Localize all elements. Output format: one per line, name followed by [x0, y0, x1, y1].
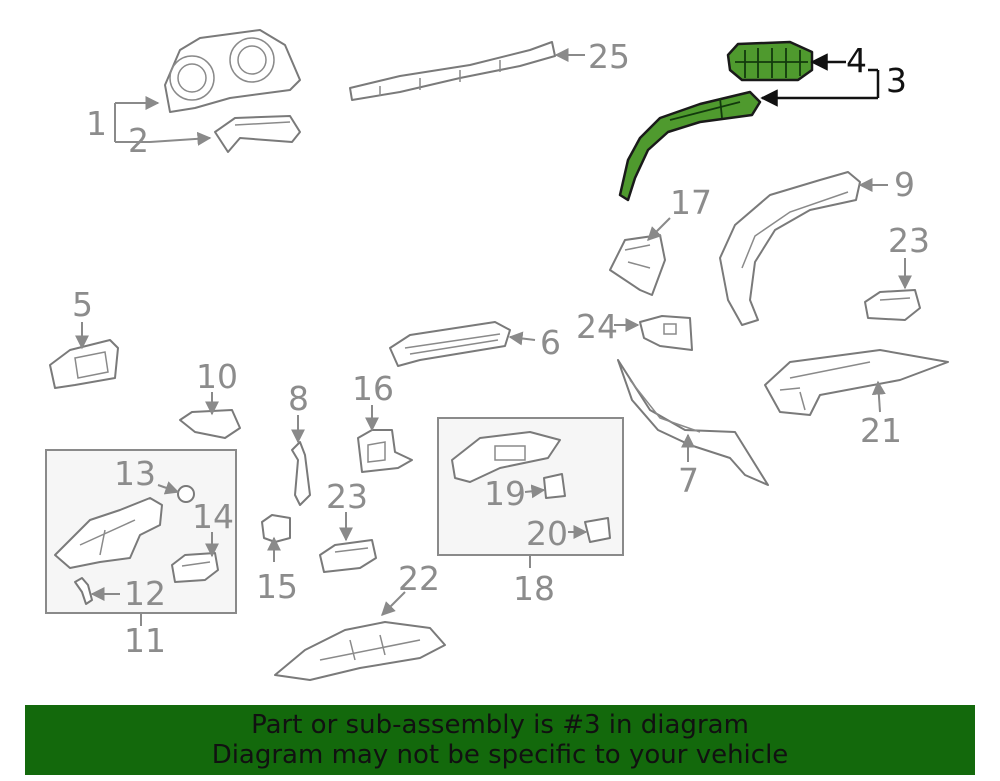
callout-25: 25 [588, 37, 630, 76]
part-1-cluster-housing [164, 29, 301, 113]
callout-7: 7 [678, 461, 699, 500]
part-21-rear-duct [764, 349, 949, 416]
part-23-clip-center [319, 539, 377, 573]
callout-20: 20 [526, 514, 568, 553]
callout-1: 1 [86, 104, 107, 143]
parts-diagram: 1 2 3 4 5 6 7 8 9 10 11 12 13 14 15 16 1… [45, 29, 949, 681]
callout-12: 12 [124, 574, 166, 613]
banner-line-1: Part or sub-assembly is #3 in diagram [251, 710, 749, 740]
callout-11: 11 [124, 621, 166, 660]
part-15-clip [261, 514, 291, 543]
callout-6: 6 [540, 323, 561, 362]
callout-19: 19 [484, 474, 526, 513]
part-24-bracket [639, 315, 693, 351]
callout-23-upper: 23 [888, 221, 930, 260]
part-9-duct [719, 171, 861, 326]
callout-3: 3 [886, 61, 907, 100]
callout-23-center: 23 [326, 477, 368, 516]
part-2-cluster-trim [214, 115, 301, 153]
group-box-11 [45, 449, 237, 614]
info-banner: Part or sub-assembly is #3 in diagram Di… [25, 705, 975, 775]
callout-13: 13 [114, 454, 156, 493]
part-7-side-trim [617, 359, 769, 486]
part-3-duct-assembly [618, 90, 762, 202]
callout-15: 15 [256, 567, 298, 606]
banner-line-2: Diagram may not be specific to your vehi… [211, 740, 789, 770]
callout-21: 21 [860, 411, 902, 450]
part-5-side-vent [49, 339, 119, 389]
part-10-duct-end [179, 409, 241, 439]
part-6-center-vent [389, 321, 511, 367]
callout-10: 10 [196, 357, 238, 396]
callout-24: 24 [576, 307, 618, 346]
callout-22: 22 [398, 559, 440, 598]
group-box-18 [437, 417, 624, 556]
part-17-bracket [609, 234, 666, 296]
callout-8: 8 [288, 379, 309, 418]
callout-14: 14 [192, 497, 234, 536]
part-23-clip-upper [864, 289, 921, 321]
part-25-reinforcement [349, 41, 556, 101]
callout-5: 5 [72, 285, 93, 324]
callout-17: 17 [670, 183, 712, 222]
callout-4: 4 [846, 41, 867, 80]
callout-16: 16 [352, 369, 394, 408]
part-8-clip [291, 441, 311, 506]
part-16-bracket [357, 429, 413, 473]
part-4-air-vent [726, 40, 814, 82]
callout-18: 18 [513, 569, 555, 608]
callout-2: 2 [128, 121, 149, 160]
part-22-floor-duct [274, 621, 446, 681]
callout-9: 9 [894, 165, 915, 204]
